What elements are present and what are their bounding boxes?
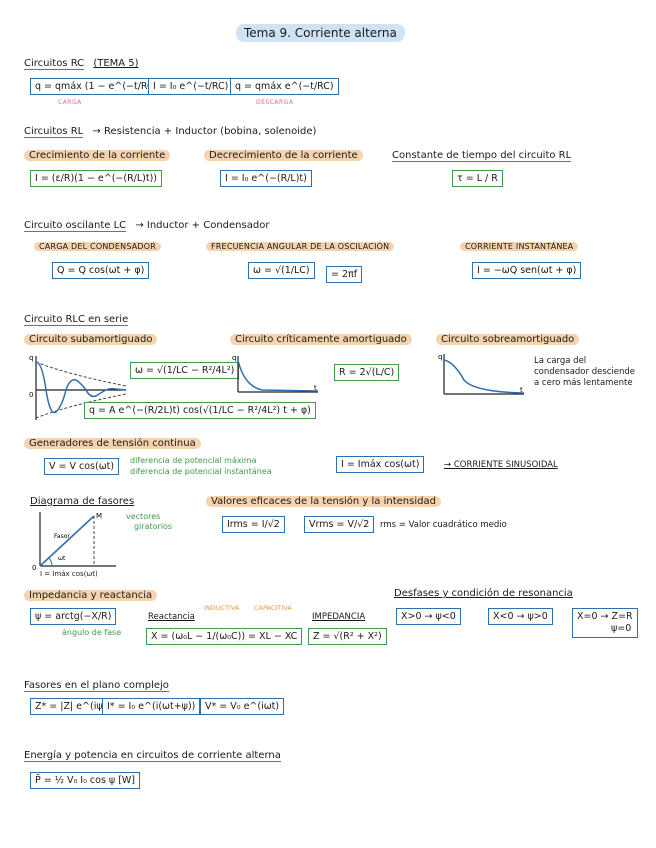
rc-formula-current: I = I₀ e^(−t/RC)	[148, 78, 234, 95]
sub-envelope-top	[35, 361, 127, 387]
gen-note-inst: diferencia de potencial instantánea	[130, 467, 272, 476]
rlc-sobre-desc-2: condensador desciende	[534, 367, 636, 377]
fas-graph: M 0 Fasor ωt	[32, 512, 116, 572]
fas-point-m: M	[96, 512, 102, 520]
faso-formula-v: V* = V₀ e^(iωt)	[200, 698, 285, 715]
sobre-q-label: q	[438, 353, 442, 361]
imp-formula-psi: ψ = arctg(−X/R)	[30, 608, 117, 625]
rl-crec-title: Crecimiento de la corriente	[24, 150, 171, 161]
ef-formula-vrms: Vrms = V/√2	[304, 516, 375, 533]
sub-zero-label: 0	[29, 391, 33, 399]
des-heading: Desfases y condición de resonancia	[394, 588, 573, 599]
lc-formula-carga: Q = Q cos(ωt + φ)	[52, 262, 150, 279]
crit-q-label: q	[232, 354, 236, 362]
rlc-formula-q: q = A e^(−(R/2L)t) cos(√(1/LC − R²/4L²) …	[84, 402, 316, 419]
rlc-sub-graph: q 0	[29, 354, 127, 420]
des-formula-2: X<0 → ψ>0	[488, 608, 553, 625]
sobre-curve	[443, 359, 525, 394]
lc-formula-corr: I = −ωQ sen(ωt + φ)	[472, 262, 582, 279]
rc-label-carga: CARGA	[58, 99, 82, 106]
lc-carga-title: CARGA DEL CONDENSADOR	[34, 242, 162, 251]
rl-heading-text: Circuitos RL	[24, 126, 84, 138]
imp-formula-x: X = (ω₀L − 1/(ω₀C)) = XL − XC	[146, 628, 303, 645]
lc-formula-2pif: = 2πf	[326, 266, 363, 283]
rc-formula-descarga: q = qmáx e^(−t/RC)	[230, 78, 339, 95]
fas-axis-label: I = Imáx cos(ωt)	[40, 570, 98, 578]
imp-inductiva: INDUCTIVA	[204, 604, 240, 612]
fas-heading: Diagrama de fasores	[30, 496, 135, 507]
fas-vector	[39, 515, 95, 567]
faso-formula-z: Z* = |Z| e^(iψ)	[30, 698, 112, 715]
lc-formula-omega: ω = √(1/LC)	[248, 262, 315, 279]
rl-const-title: Constante de tiempo del circuito RL	[392, 150, 572, 162]
lc-heading: Circuito oscilante LC → Inductor + Conde…	[24, 220, 270, 232]
imp-formula-z: Z = √(R² + X²)	[308, 628, 387, 645]
crit-curve	[237, 359, 319, 392]
imp-heading: Impedancia y reactancia	[24, 590, 158, 601]
rlc-crit-graph: q t	[232, 354, 319, 393]
fas-label-fasor: Fasor	[54, 533, 70, 540]
rlc-formula-crit: R = 2√(L/C)	[334, 364, 400, 381]
sub-curve	[35, 361, 127, 414]
imp-capacitiva: CAPACITIVA	[254, 604, 292, 612]
des-formula-1: X>0 → ψ<0	[396, 608, 461, 625]
sobre-t-label: t	[520, 386, 523, 394]
fas-vect-2: giratorios	[134, 522, 173, 531]
rlc-sobre-desc-3: a cero más lentamente	[534, 378, 633, 388]
lc-heading-text: Circuito oscilante LC	[24, 220, 127, 232]
gen-heading: Generadores de tensión continua	[24, 438, 201, 449]
rlc-sub-title: Circuito subamortiguado	[24, 334, 158, 345]
faso-formula-i: I* = I₀ e^(i(ωt+ψ))	[102, 698, 201, 715]
imp-react-title: Reactancia	[148, 612, 195, 622]
page-title: Tema 9. Corriente alterna	[236, 24, 405, 42]
rlc-sobre-graph: q t	[438, 353, 525, 395]
rlc-sobre-title: Circuito sobreamortiguado	[436, 334, 580, 345]
fas-angle-arc	[48, 557, 53, 567]
rlc-crit-title: Circuito críticamente amortiguado	[230, 334, 412, 345]
ef-formula-irms: Irms = I/√2	[222, 516, 285, 533]
des-formula-3b: ψ=0	[611, 623, 632, 634]
rc-formula-carga: q = qmáx (1 − e^(−t/RC))	[30, 78, 167, 95]
sub-envelope-bottom	[35, 393, 127, 419]
faso-heading: Fasores en el plano complejo	[24, 680, 169, 692]
rl-formula-crec: I = (ε/R)(1 − e^(−(R/L)t))	[30, 170, 163, 187]
rlc-heading: Circuito RLC en serie	[24, 314, 129, 326]
rl-formula-decr: I = I₀ e^(−(R/L)t)	[220, 170, 312, 187]
lc-corr-title: CORRIENTE INSTANTÁNEA	[460, 242, 579, 251]
gen-sinusoidal: → CORRIENTE SINUSOIDAL	[444, 460, 558, 470]
des-formula-3a: X=0 → Z=R	[577, 611, 633, 622]
rl-heading: Circuitos RL → Resistencia + Inductor (b…	[24, 126, 317, 138]
rc-heading: Circuitos RC (TEMA 5)	[24, 58, 139, 70]
ef-note: rms = Valor cuadrático medio	[380, 520, 507, 530]
imp-impedancia-title: IMPEDANCIA	[312, 612, 366, 622]
ene-formula-p: P̄ = ½ V₀ I₀ cos ψ [W]	[30, 772, 141, 789]
rc-heading-text: Circuitos RC	[24, 58, 85, 70]
imp-psi-note: ángulo de fase	[62, 628, 122, 637]
ef-heading: Valores eficaces de la tensión y la inte…	[206, 496, 441, 507]
des-formula-3: X=0 → Z=R ψ=0	[572, 608, 638, 638]
rl-decr-title: Decrecimiento de la corriente	[204, 150, 363, 161]
rlc-sobre-desc-1: La carga del	[534, 356, 587, 366]
rl-desc: → Resistencia + Inductor (bobina, soleno…	[92, 126, 317, 137]
crit-t-label: t	[314, 384, 317, 392]
fas-point-o: 0	[32, 564, 36, 572]
rc-label-descarga: DESCARGA	[256, 99, 294, 106]
sub-q-label: q	[29, 354, 33, 362]
rlc-formula-omega: ω = √(1/LC − R²/4L²)	[130, 362, 240, 379]
lc-desc: → Inductor + Condensador	[135, 220, 270, 231]
gen-note-max: diferencia de potencial máxima	[130, 456, 257, 465]
gen-formula-i: I = Imáx cos(ωt)	[336, 456, 425, 473]
lc-freq-title: FRECUENCIA ANGULAR DE LA OSCILACIÓN	[206, 242, 395, 251]
fas-vect-1: vectores	[126, 512, 161, 521]
rl-formula-tau: τ = L / R	[452, 170, 503, 187]
fas-label-wt: ωt	[58, 555, 66, 562]
rc-ref: (TEMA 5)	[93, 58, 139, 69]
gen-formula-v: V = V cos(ωt)	[44, 458, 120, 475]
ene-heading: Energía y potencia en circuitos de corri…	[24, 750, 281, 762]
